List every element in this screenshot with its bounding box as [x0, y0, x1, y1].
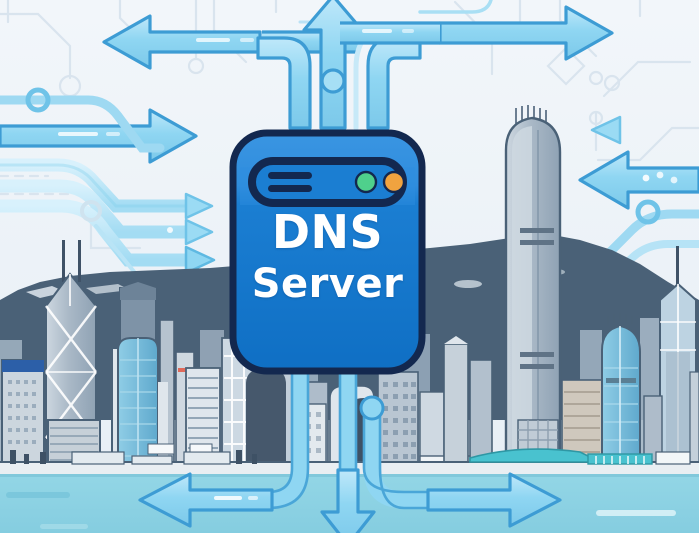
building-slab-left — [1, 359, 45, 473]
arrow-bottom-right-outbound — [426, 472, 562, 528]
building-dark-dome-center — [246, 368, 286, 472]
status-light-orange-icon — [382, 170, 406, 194]
circuit-feeders-left — [0, 87, 165, 153]
server-header-bar — [248, 157, 407, 207]
status-light-green-icon — [354, 170, 378, 194]
arrow-mid-right-inbound — [578, 150, 699, 210]
building-two-ifc — [504, 105, 562, 474]
arrow-bottom-left-outbound — [138, 472, 274, 528]
arrow-mid-left-small-3 — [0, 199, 216, 275]
skyline-right — [443, 105, 699, 474]
arrow-mid-right-small-1 — [590, 115, 699, 145]
building-curved-glass-right — [601, 313, 641, 473]
circuit-trace-top-right-arrow — [418, 0, 493, 14]
arrow-top-right-outbound — [340, 5, 614, 61]
server-vent-line-1 — [268, 172, 312, 179]
arrow-mid-left-inbound — [0, 108, 198, 164]
arrow-mid-left-small-1 — [0, 158, 214, 220]
dns-server-card[interactable] — [229, 129, 426, 375]
arrow-bottom-center-down — [320, 468, 376, 533]
building-blocks-left-of-ifc — [443, 336, 493, 473]
circuit-pipe-left-of-arrow — [256, 36, 312, 130]
building-blue-glass-tower — [117, 337, 159, 473]
server-vent-line-2 — [268, 185, 312, 192]
